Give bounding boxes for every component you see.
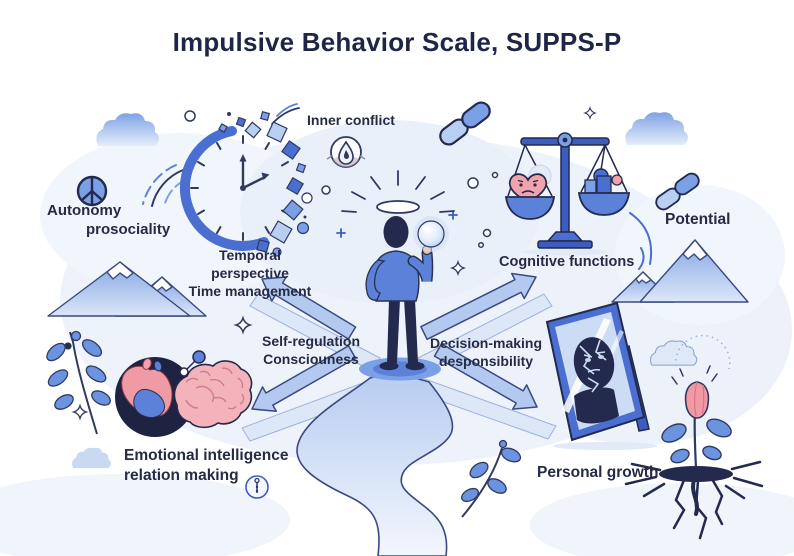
decorative-circles — [184, 110, 499, 249]
label-potential: Potential — [665, 211, 731, 228]
direction-arrows — [251, 272, 538, 413]
broken-mirror-icon — [545, 301, 657, 450]
label-autonomy: Autonomy — [47, 202, 122, 219]
mountains-right-icon — [611, 239, 749, 303]
clock-fragments — [218, 110, 313, 257]
flower-from-cracked-ground-icon — [624, 365, 764, 540]
label-self-regulation: Self-regulation Consciouness — [250, 333, 372, 369]
label-cognitive-functions: Cognitive functions — [499, 254, 635, 270]
figure-illustration — [341, 170, 455, 381]
page-title: Impulsive Behavior Scale, SUPPS-P — [172, 27, 622, 57]
label-inner-conflict: Inner conflict — [307, 112, 395, 128]
balance-scale-icon — [504, 132, 631, 256]
glowing-orb-icon — [413, 216, 449, 252]
label-emotional-line2: relation making — [124, 466, 239, 484]
arrow-downright — [433, 343, 538, 410]
mountains-left-icon — [47, 261, 207, 317]
label-emotional-line1: Emotional intelligence — [124, 447, 289, 464]
label-personal-growth: Personal growth — [537, 464, 659, 481]
label-temporal-line1: Temporal perspective — [211, 247, 289, 281]
disintegrating-clock-icon — [179, 110, 313, 257]
inner-conflict-droplet-icon — [326, 136, 366, 168]
sprout-circle-icon — [245, 475, 269, 499]
label-selfreg-line2: Consciouness — [263, 350, 359, 367]
label-prosociality: prosociality — [86, 221, 171, 238]
weight-blocks-icon — [584, 174, 623, 194]
heart-brain-icon — [115, 350, 253, 437]
plus-marks — [336, 210, 458, 238]
winding-path — [296, 375, 454, 556]
halo-icon — [341, 170, 455, 214]
arrow-downleft — [251, 345, 357, 413]
peace-icon — [76, 175, 108, 207]
leaf-branch-left-icon — [46, 330, 111, 435]
chain-links-icon-right — [655, 172, 700, 211]
cracked-face — [573, 337, 619, 424]
leaf-branch-bottom-icon — [460, 439, 522, 518]
label-selfreg-line1: Self-regulation — [261, 333, 360, 349]
label-decision-line2: desponsibility — [438, 352, 534, 369]
chain-links-icon-top — [439, 101, 491, 146]
arrow-upleft — [261, 276, 357, 340]
arrow-upright — [420, 272, 537, 341]
label-decision-making: Decision-making desponsibility — [424, 335, 548, 371]
label-emotional-intelligence: Emotional intelligence relation making — [124, 446, 289, 486]
label-temporal-line2: Time management — [188, 282, 312, 299]
molecule-icon — [179, 350, 206, 377]
label-temporal-perspective: Temporal perspective Time management — [180, 247, 320, 301]
label-decision-line1: Decision-making — [429, 335, 543, 351]
